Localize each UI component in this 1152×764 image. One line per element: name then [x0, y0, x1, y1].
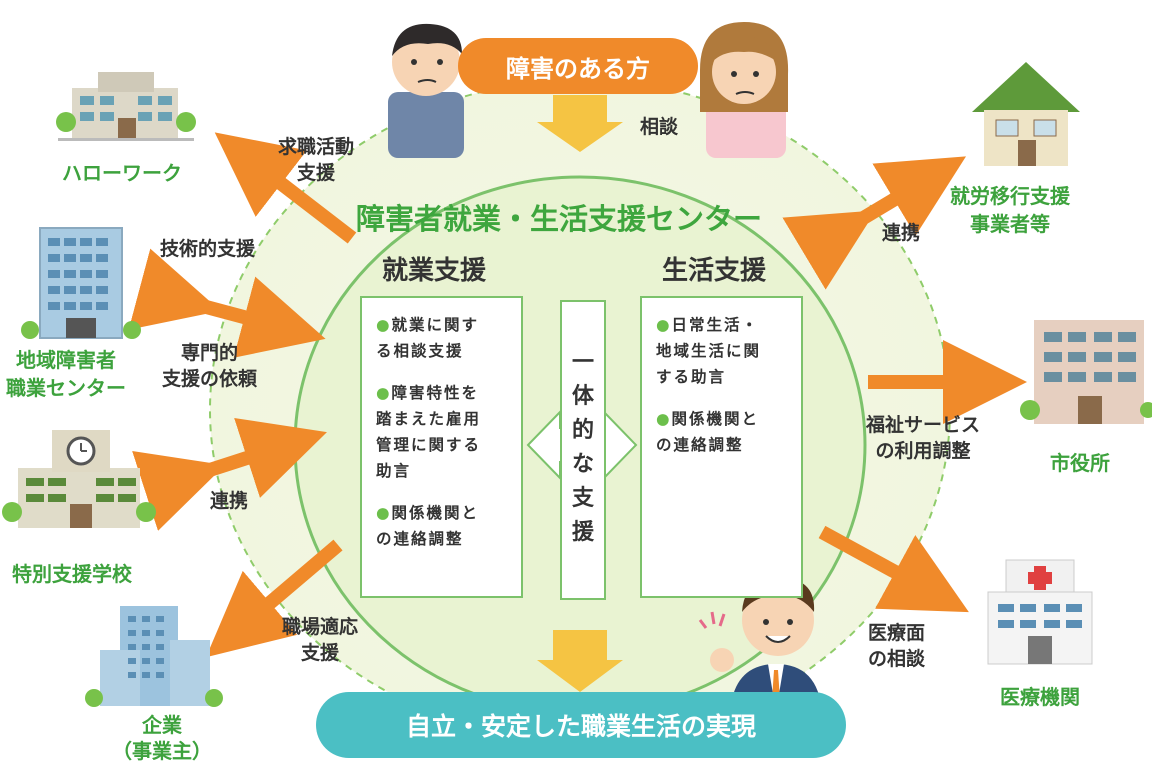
label-iryo-line2: の相談	[868, 648, 926, 670]
org-cityhall: 市役所	[1050, 451, 1110, 475]
left-item-2-line2: 踏まえた雇用	[376, 410, 482, 428]
org-company-line1: 企業	[142, 713, 182, 737]
org-hospital: 医療機関	[1000, 685, 1080, 709]
label-iryo: 医療面 の相談	[868, 620, 925, 672]
label-shokuba: 職場適応 支援	[282, 614, 358, 666]
label-kyushoku: 求職活動 支援	[278, 134, 354, 186]
top-down-arrow	[537, 95, 623, 152]
arrow-chiiki	[128, 248, 326, 358]
label-renkei-left: 連携	[210, 490, 249, 512]
bottom-banner-text: 自立・安定した職業生活の実現	[405, 712, 756, 741]
middle-char: 援	[571, 520, 594, 545]
org-chiiki-line1: 地域障害者	[16, 348, 116, 372]
left-item-1-line1: 就業に関す	[391, 316, 480, 334]
label-fukushi-line1: 福祉サービス	[866, 414, 981, 436]
top-banner-text: 障害のある方	[506, 54, 650, 83]
org-shuro-line1: 就労移行支援	[950, 184, 1070, 208]
org-company-line2: （事業主）	[112, 739, 212, 763]
bottom-down-arrow	[537, 630, 623, 692]
building-hellowork-icon	[56, 72, 196, 141]
label-renkei-right: 連携	[882, 222, 921, 244]
org-school: 特別支援学校	[12, 562, 132, 586]
arrow-company	[205, 539, 343, 658]
org-hellowork: ハローワーク	[62, 161, 182, 185]
label-iryo-line1: 医療面	[868, 622, 926, 644]
right-item-1-line3: する助言	[656, 368, 727, 386]
label-shokuba-line1: 職場適応	[282, 616, 359, 638]
label-senmon-line2: 支援の依頼	[162, 368, 258, 390]
middle-char: な	[571, 452, 594, 477]
left-panel-heading: 就業支援	[382, 256, 487, 286]
right-panel-heading: 生活支援	[662, 256, 767, 286]
building-company-icon	[85, 606, 223, 707]
org-chiiki-line2: 職業センター	[6, 376, 126, 400]
middle-char: 一	[571, 350, 594, 375]
building-cityhall-icon	[1020, 320, 1152, 424]
person-man-icon	[388, 23, 464, 158]
bullet-dot: ●	[376, 504, 392, 522]
left-item-1: ●就業に関す る相談支援	[376, 312, 513, 364]
middle-char: 支	[571, 486, 594, 511]
consult-label: 相談	[640, 116, 679, 138]
middle-vertical-text: 一 体 的 な 支 援	[560, 346, 606, 550]
bullet-dot: ●	[376, 384, 392, 402]
person-woman-icon	[700, 22, 789, 158]
left-item-2-line3: 管理に関する	[376, 436, 482, 454]
label-senmon-line1: 専門的	[181, 342, 239, 364]
label-senmon: 専門的 支援の依頼	[162, 340, 257, 392]
label-kyushoku-line1: 求職活動	[278, 136, 355, 158]
middle-char: 的	[571, 418, 594, 443]
org-shuro-line2: 事業者等	[970, 212, 1050, 236]
right-item-1-line1: 日常生活・	[671, 316, 760, 334]
arrow-school	[132, 417, 327, 531]
top-banner: 障害のある方	[458, 38, 698, 94]
middle-char: 体	[571, 384, 594, 409]
right-item-2: ●関係機関と の連絡調整	[656, 406, 793, 458]
label-kyushoku-line2: 支援	[297, 162, 336, 184]
building-shuro-icon	[972, 62, 1080, 166]
building-hospital-icon	[987, 559, 1093, 665]
right-item-2-line2: の連絡調整	[656, 436, 744, 454]
left-item-3: ●関係機関と の連絡調整	[376, 500, 513, 552]
left-item-3-line2: の連絡調整	[376, 530, 464, 548]
left-item-3-line1: 関係機関と	[391, 504, 480, 522]
left-item-2-line4: 助言	[376, 462, 412, 480]
center-title: 障害者就業・生活支援センター	[356, 202, 763, 236]
arrow-hellowork	[214, 132, 357, 244]
org-chiiki: 地域障害者 職業センター	[6, 346, 126, 402]
left-item-1-line2: る相談支援	[376, 342, 464, 360]
left-panel-box: ●就業に関す る相談支援 ●障害特性を 踏まえた雇用 管理に関する 助言 ●関係…	[360, 296, 523, 598]
left-item-2-line1: 障害特性を	[391, 384, 480, 402]
building-chiiki-icon	[21, 227, 141, 339]
bullet-dot: ●	[376, 316, 392, 334]
building-school-icon	[2, 430, 156, 528]
arrow-shuro	[782, 156, 967, 290]
left-item-2: ●障害特性を 踏まえた雇用 管理に関する 助言	[376, 380, 513, 484]
middle-vertical-box	[560, 300, 606, 600]
bullet-dot: ●	[656, 410, 672, 428]
arrow-hospital	[818, 525, 969, 613]
right-item-1: ●日常生活・ 地域生活に関 する助言	[656, 312, 793, 390]
label-shokuba-line2: 支援	[301, 642, 340, 664]
org-company: 企業 （事業主）	[112, 712, 212, 764]
bullet-dot: ●	[656, 316, 672, 334]
org-shuro: 就労移行支援 事業者等	[950, 182, 1070, 238]
label-gijutsu: 技術的支援	[160, 238, 256, 260]
right-item-2-line1: 関係機関と	[671, 410, 760, 428]
label-fukushi: 福祉サービス の利用調整	[866, 412, 980, 464]
bottom-banner: 自立・安定した職業生活の実現	[316, 692, 846, 758]
right-item-1-line2: 地域生活に関	[656, 342, 762, 360]
right-panel-box: ●日常生活・ 地域生活に関 する助言 ●関係機関と の連絡調整	[640, 296, 803, 598]
label-fukushi-line2: の利用調整	[875, 440, 971, 462]
